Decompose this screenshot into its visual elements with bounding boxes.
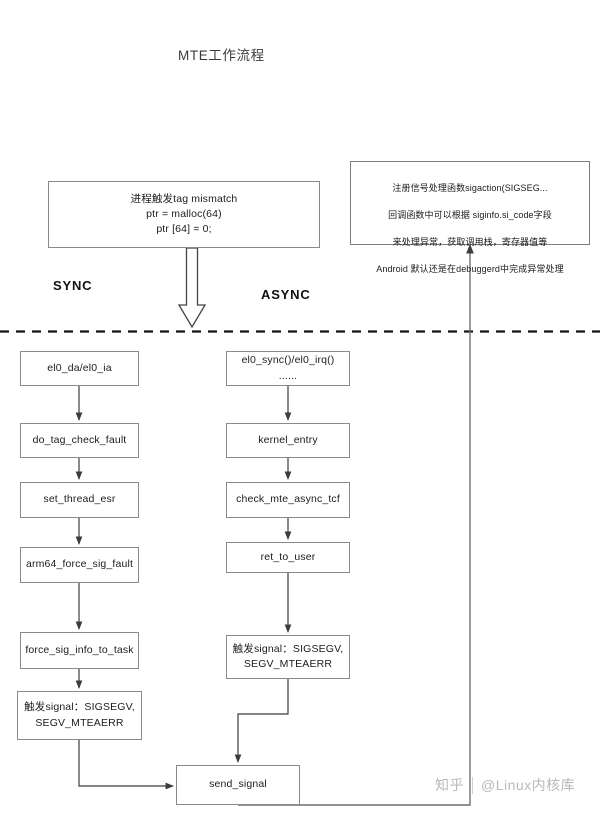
sync-node-el0-da-el0-ia: el0_da/el0_ia bbox=[20, 351, 139, 386]
node-label: el0_sync()/el0_irq() ...... bbox=[241, 354, 335, 382]
trigger-box-text: 进程触发tag mismatch ptr = malloc(64) ptr [6… bbox=[130, 192, 238, 236]
note-line-1: 注册信号处理函数sigaction(SIGSEG... bbox=[392, 182, 548, 193]
lane-label-sync: SYNC bbox=[53, 278, 93, 293]
watermark-site: 知乎 bbox=[435, 777, 464, 793]
sync-node-do-tag-check-fault: do_tag_check_fault bbox=[20, 423, 139, 458]
node-label: kernel_entry bbox=[258, 433, 318, 446]
node-label: 触发signal：SIGSEGV, SEGV_MTEAERR bbox=[232, 642, 344, 670]
sync-node-force-sig-info-to-task: force_sig_info_to_task bbox=[20, 632, 139, 669]
note-line-3: 来处理异常，获取调用栈，寄存器值等 bbox=[392, 236, 548, 247]
terminal-node-send-signal: send_signal bbox=[176, 765, 300, 805]
node-label: el0_da/el0_ia bbox=[47, 361, 112, 374]
note-line-4: Android 默认还是在debuggerd中完成异常处理 bbox=[376, 263, 564, 274]
sync-node-trigger-signal-sigsegv: 触发signal：SIGSEGV, SEGV_MTEAERR bbox=[17, 691, 142, 740]
node-label: check_mte_async_tcf bbox=[236, 493, 340, 506]
block-arrow-down bbox=[177, 247, 207, 329]
node-label: 触发signal：SIGSEGV, SEGV_MTEAERR bbox=[24, 701, 135, 729]
node-label: arm64_force_sig_fault bbox=[25, 558, 134, 571]
connector-async-to-send-signal bbox=[234, 679, 289, 763]
connector-send-signal-to-note bbox=[238, 243, 474, 806]
sync-node-set-thread-esr: set_thread_esr bbox=[20, 482, 139, 518]
node-label: ret_to_user bbox=[260, 550, 316, 563]
diagram-title: MTE工作流程 bbox=[178, 48, 265, 63]
lane-label-async: ASYNC bbox=[261, 287, 311, 302]
node-label: send_signal bbox=[209, 778, 267, 791]
async-node-kernel-entry: kernel_entry bbox=[226, 423, 350, 458]
node-label: set_thread_esr bbox=[43, 493, 116, 506]
note-line-2: 回调函数中可以根据 siginfo.si_code字段 bbox=[388, 209, 552, 220]
node-label: force_sig_info_to_task bbox=[25, 643, 134, 656]
watermark: 知乎 @Linux内核库 bbox=[435, 775, 575, 795]
connector-sync-to-send-signal bbox=[78, 740, 174, 790]
async-node-ret-to-user: ret_to_user bbox=[226, 542, 350, 573]
watermark-divider bbox=[472, 776, 473, 794]
trigger-box: 进程触发tag mismatch ptr = malloc(64) ptr [6… bbox=[48, 181, 320, 248]
async-node-el0-sync-el0-irq: el0_sync()/el0_irq() ...... bbox=[226, 351, 350, 386]
note-box-signal-handler: 注册信号处理函数sigaction(SIGSEG... 回调函数中可以根据 si… bbox=[350, 161, 590, 274]
async-node-check-mte-async-tcf: check_mte_async_tcf bbox=[226, 482, 350, 518]
async-node-trigger-signal-sigsegv: 触发signal：SIGSEGV, SEGV_MTEAERR bbox=[226, 635, 350, 679]
sync-node-arm64-force-sig-fault: arm64_force_sig_fault bbox=[20, 547, 139, 583]
watermark-handle: @Linux内核库 bbox=[481, 777, 576, 793]
node-label: do_tag_check_fault bbox=[32, 433, 127, 446]
